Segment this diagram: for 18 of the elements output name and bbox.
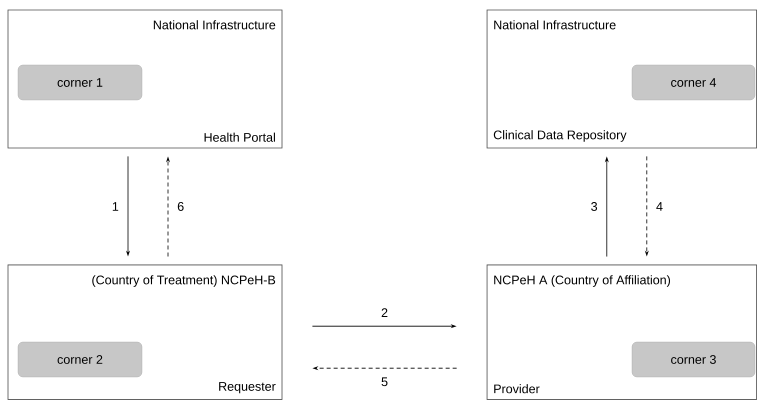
box-footer: Health Portal bbox=[204, 132, 275, 142]
edge-label: 4 bbox=[656, 202, 663, 211]
corner-pill: corner 4 bbox=[632, 64, 756, 100]
box-heading: NCPeH A (Country of Affiliation) bbox=[494, 275, 670, 287]
box-heading: National Infrastructure bbox=[154, 20, 276, 30]
box-heading: National Infrastructure bbox=[494, 20, 616, 30]
corner-pill: corner 1 bbox=[18, 64, 142, 100]
box-heading: (Country of Treatment) NCPeH-B bbox=[92, 275, 276, 287]
edge-label: 6 bbox=[178, 202, 184, 211]
edge-label: 2 bbox=[382, 308, 388, 317]
box-footer: Requester bbox=[219, 382, 276, 394]
corner-pill: corner 3 bbox=[632, 342, 756, 378]
corner-pill: corner 2 bbox=[18, 342, 142, 378]
box-footer: Clinical Data Repository bbox=[494, 130, 627, 142]
edge-label: 1 bbox=[112, 202, 118, 211]
edge-label: 3 bbox=[591, 202, 598, 211]
box-footer: Provider bbox=[494, 384, 540, 394]
edge-label: 5 bbox=[382, 377, 388, 386]
